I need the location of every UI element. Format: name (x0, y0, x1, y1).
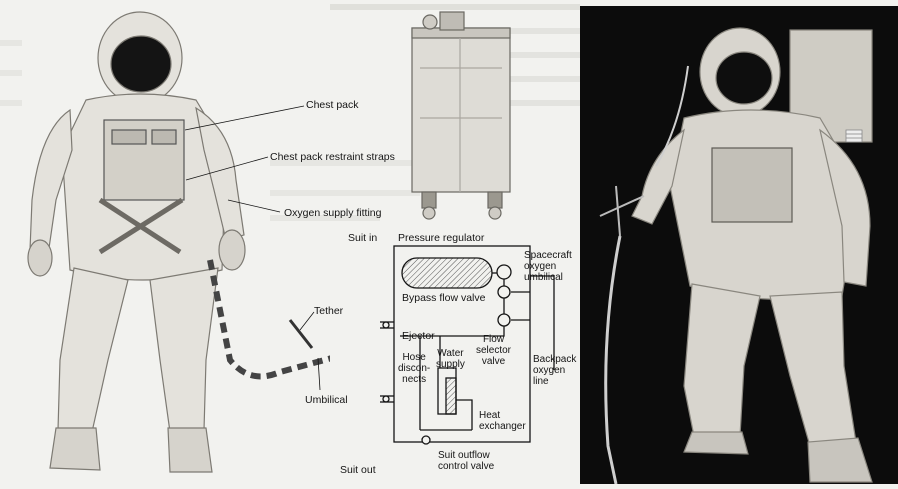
astronaut-eva-figure (599, 27, 873, 485)
backpack-unit-illustration (411, 11, 511, 220)
photo-right-arm (819, 128, 871, 287)
label-pressure-regulator: Pressure regulator (398, 232, 485, 244)
label-chest-pack: Chest pack (306, 99, 359, 111)
left-boot (49, 427, 101, 471)
label-restraint-straps: Chest pack restraint straps (270, 151, 395, 163)
pressure-regulator-symbol (496, 264, 512, 280)
photo-right-boot (807, 437, 873, 483)
right-leg (149, 267, 219, 433)
chest-pack (103, 119, 185, 201)
photo-right-leg (769, 291, 857, 447)
label-ejector: Ejector (402, 330, 435, 342)
label-tether: Tether (314, 305, 344, 317)
photo-left-arm (631, 128, 685, 225)
flag-icon (845, 129, 863, 143)
outflow-valve-symbol (421, 435, 431, 445)
label-water-supply: Water supply (436, 348, 465, 370)
visor (110, 35, 172, 93)
tether-bar (288, 319, 314, 349)
photo-left-leg (683, 283, 761, 437)
photo-chest-pack (711, 147, 793, 223)
label-umbilical: Umbilical (305, 394, 348, 406)
heat-exchanger-symbol (445, 377, 457, 415)
photo-maneuvering-gun (599, 185, 645, 237)
schematic-frame (393, 245, 531, 443)
left-leg (57, 267, 129, 433)
restraint-straps (98, 197, 184, 255)
label-suit-out: Suit out (340, 464, 376, 476)
left-glove (27, 239, 53, 277)
label-oxygen-fitting: Oxygen supply fitting (284, 207, 382, 219)
label-backpack-line: Backpack oxygen line (533, 354, 577, 387)
label-suit-in: Suit in (348, 232, 378, 244)
right-arm (195, 106, 245, 241)
oxygen-bottle (401, 257, 493, 289)
flow-selector-symbol (497, 313, 511, 327)
photo-visor (715, 51, 773, 105)
photo-left-boot (683, 431, 749, 455)
right-boot (167, 427, 213, 473)
label-flow-selector: Flow selector valve (476, 334, 512, 367)
right-glove (218, 229, 246, 271)
label-heat-exchanger: Heat exchanger (479, 410, 526, 432)
label-bypass-flow-valve: Bypass flow valve (402, 292, 486, 304)
label-suit-outflow: Suit outflow control valve (438, 450, 495, 472)
umbilical-hose (207, 259, 330, 380)
astronaut-eva-photo (580, 6, 898, 485)
oxygen-schematic (380, 245, 555, 445)
astronaut-suit-illustration (27, 11, 330, 473)
photo-umbilical (604, 235, 622, 485)
label-hose-disconnects: Hose discon- nects (398, 352, 431, 385)
label-spacecraft-umbilical: Spacecraft oxygen umbilical (524, 250, 572, 283)
